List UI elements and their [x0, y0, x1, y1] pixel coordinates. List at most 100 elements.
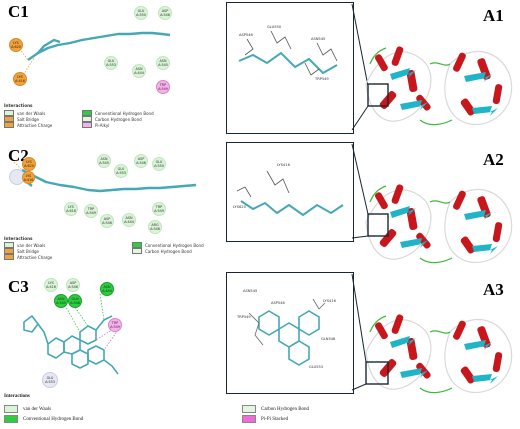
legend-swatch — [82, 122, 92, 128]
legend-label: Conventional Hydrogen Bond — [23, 416, 84, 422]
protein-structures — [365, 44, 513, 394]
c1-residue-asn444: ASN A:444 — [132, 64, 146, 78]
panel-label-a3: A3 — [483, 280, 504, 299]
b2-inset-frame: LYS416 LYS620 — [226, 142, 354, 242]
c3-residue-gln548: GLN A:548 — [68, 294, 82, 308]
c2-legend-item: Conventional Hydrogen Bond — [132, 242, 204, 248]
c3-legend-item: van der Waals — [4, 405, 51, 413]
legend-label: Carbon Hydrogen Bond — [95, 116, 142, 122]
panel-label-a2: A2 — [483, 150, 504, 169]
c1-residue-lys416: LYS A:416 — [13, 72, 27, 86]
c2-ligand-chain — [21, 168, 197, 193]
c3-linker-2 — [95, 315, 113, 331]
legend-swatch — [4, 242, 14, 248]
c3-legend-item: Carbon Hydrogen Bond — [242, 405, 309, 413]
c2-residue-asn545: ASN A:545 — [97, 154, 111, 168]
legend-label: van der Waals — [17, 110, 46, 116]
c1-legend-item: Pi-Alkyl — [82, 122, 109, 128]
legend-swatch — [4, 122, 14, 128]
legend-label: Carbon Hydrogen Bond — [145, 248, 192, 254]
b2-ligand — [240, 200, 344, 217]
legend-swatch — [242, 415, 256, 423]
c2-legend-item: Attractive Charge — [4, 254, 52, 260]
legend-label: Pi-Alkyl — [95, 122, 110, 128]
c3-linker — [37, 323, 49, 345]
legend-label: Conventional Hydrogen Bond — [145, 242, 204, 248]
b3-label: ASP546 — [271, 301, 285, 305]
c2-legend-item: Carbon Hydrogen Bond — [132, 248, 192, 254]
legend-swatch — [82, 110, 92, 116]
b1-label: ASN545 — [311, 37, 326, 41]
legend-label: Salt Bridge — [17, 248, 39, 254]
legend-label: Conventional Hydrogen Bond — [95, 110, 154, 116]
c3-residue-glu553: GLU A:553 — [42, 372, 58, 388]
legend-label: van der Waals — [23, 406, 52, 412]
legend-label: van der Waals — [17, 242, 46, 248]
c1-ligand-branch — [37, 38, 61, 54]
b1-binding-pose — [238, 30, 338, 76]
c1-legend-item: van der Waals — [4, 110, 45, 116]
b3-label: GLU553 — [309, 365, 324, 369]
legend-swatch — [132, 242, 142, 248]
c3-ring-a — [47, 337, 65, 359]
c3-ligand-diagram — [23, 293, 119, 375]
panel-label-c3: C3 — [8, 277, 29, 296]
c2-residue-glu550: GLU A:550 — [152, 157, 166, 171]
c2-residue-trp549b: TRP A:549 — [152, 202, 166, 216]
c3-ring-d — [87, 345, 105, 365]
c3-legend-item: Pi-Pi Stacked — [242, 415, 288, 423]
c1-legend-item: Carbon Hydrogen Bond — [82, 116, 142, 122]
c2-legend-item: van der Waals — [4, 242, 45, 248]
b3-binding-pose — [248, 298, 326, 366]
c1-legend-item: Attractive Charge — [4, 122, 52, 128]
b2-label: LYS620 — [233, 205, 246, 209]
legend-swatch — [4, 405, 18, 413]
c1-ligand-chain — [27, 31, 171, 61]
legend-swatch — [4, 110, 14, 116]
c1-residue-asn545: ASN A:545 — [156, 56, 170, 70]
c3-residue-asn545: ASN A:545 — [54, 294, 68, 308]
panel-label-c1: C1 — [8, 2, 29, 21]
c3-legend: Interactions van der Waals Conventional … — [4, 394, 322, 428]
c3-legend-item: Conventional Hydrogen Bond — [4, 415, 83, 423]
c1-residue-glu553: GLU A:553 — [104, 56, 118, 70]
c3-residue-lys416: LYS A:416 — [44, 278, 58, 292]
c1-legend-title: Interactions — [4, 103, 33, 108]
c2-residue-lys416: LYS A:416 — [22, 171, 35, 184]
b3-label: TRP549 — [237, 315, 251, 319]
legend-swatch — [4, 415, 18, 423]
c2-residue-lys618: LYS A:618 — [64, 202, 78, 216]
legend-swatch — [132, 248, 142, 254]
c1-residue-lys620: LYS A:620 — [9, 38, 23, 52]
legend-swatch — [242, 405, 256, 413]
legend-swatch — [4, 248, 14, 254]
legend-label: Attractive Charge — [17, 254, 53, 260]
c3-linker-3 — [103, 359, 119, 375]
b3-label: ASN545 — [243, 289, 258, 293]
c3-ring-c — [79, 325, 97, 345]
c2-legend: Interactions van der Waals Salt Bridge A… — [4, 236, 204, 262]
c2-legend-title: Interactions — [4, 236, 33, 241]
b3-label: LYS416 — [323, 299, 336, 303]
b1-label: TRP549 — [315, 77, 329, 81]
connector-lines — [351, 3, 369, 391]
b3-inset-frame: ASN545 ASP546 TRP549 LYS416 GLN548 GLU55… — [226, 272, 354, 394]
c2-residue-glu553: GLU A:553 — [114, 164, 128, 178]
legend-swatch — [4, 116, 14, 122]
c2-residue-asp546: ASP A:546 — [134, 154, 148, 168]
a2-binding-site-box — [367, 213, 389, 237]
c3-ring-left — [23, 315, 39, 333]
legend-label: Pi-Pi Stacked — [261, 416, 289, 422]
b1-ligand — [238, 51, 338, 75]
c2-residue-asp546b: ASP A:546 — [100, 214, 114, 228]
b2-label: LYS416 — [277, 163, 290, 167]
legend-label: Attractive Charge — [17, 122, 53, 128]
b1-label: ASP546 — [239, 33, 253, 37]
c3-residue-asn444: ASN A:444 — [100, 282, 114, 296]
c3-ring-e — [71, 349, 89, 369]
c3-residue-trp549: TRP A:549 — [108, 318, 122, 332]
c2-residue-arg548: ARG A:548 — [148, 220, 162, 234]
c2-legend-item: Salt Bridge — [4, 248, 39, 254]
c1-legend-item: Conventional Hydrogen Bond — [82, 110, 154, 116]
c1-legend-item: Salt Bridge — [4, 116, 39, 122]
